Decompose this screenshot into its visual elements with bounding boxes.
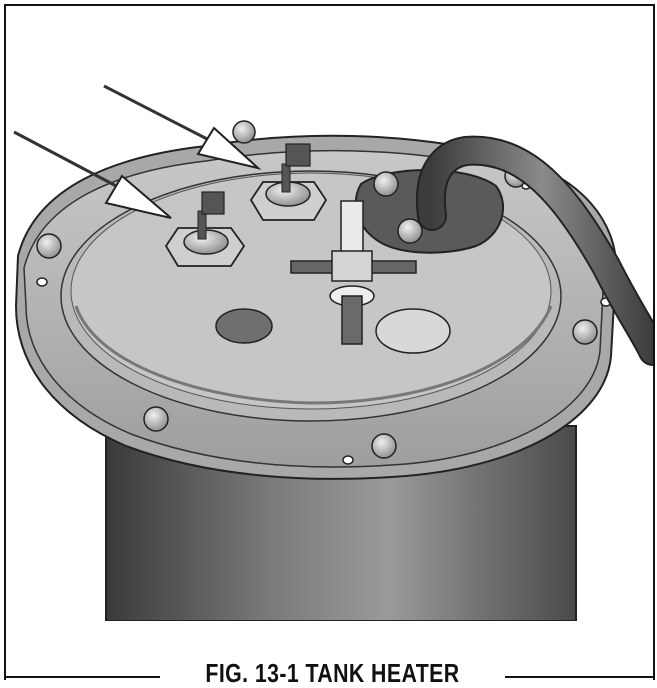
hose	[415, 135, 653, 366]
caption-rule-right	[505, 676, 655, 678]
figure-frame	[4, 4, 655, 680]
caption-rule-left	[4, 676, 160, 678]
callout-arrow-upper	[103, 84, 262, 170]
callout-arrow-lower	[13, 130, 172, 219]
thermostat-terminal	[290, 200, 417, 345]
heater-terminal-right	[249, 143, 328, 221]
tank-heater-illustration	[13, 84, 653, 621]
plate-openings	[215, 308, 451, 354]
flange-bolts	[36, 120, 598, 459]
figure-caption: FIG. 13-1 TANK HEATER	[205, 658, 460, 688]
heater-terminal-left	[164, 191, 246, 267]
